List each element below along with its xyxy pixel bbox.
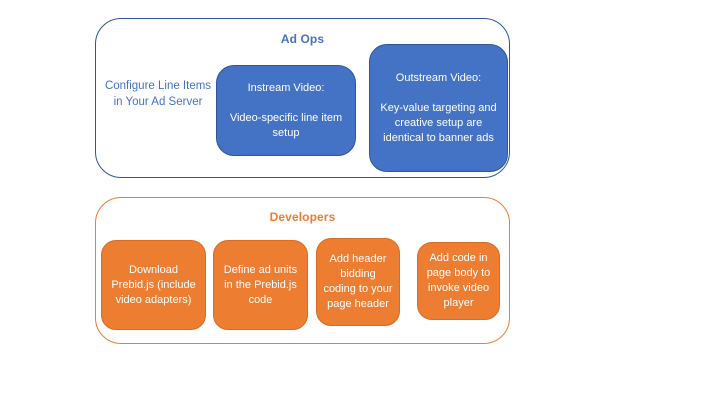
header-bidding-coding-box: Add header bidding coding to your page h…: [316, 238, 400, 326]
header-bidding-coding-label: Add header bidding coding to your page h…: [323, 253, 393, 310]
outstream-video-box: Outstream Video: Key-value targeting and…: [369, 44, 508, 172]
define-ad-units-box: Define ad units in the Prebid.js code: [213, 240, 308, 330]
invoke-video-player-label: Add code in page body to invoke video pl…: [426, 252, 491, 309]
developers-title: Developers: [269, 210, 336, 224]
ad-ops-title: Ad Ops: [280, 32, 325, 46]
configure-line-items-note: Configure Line Items in Your Ad Server: [104, 80, 212, 108]
ad-ops-container: Ad Ops Configure Line Items in Your Ad S…: [95, 18, 510, 178]
instream-video-box: Instream Video: Video-specific line item…: [216, 65, 356, 156]
instream-video-body: Video-specific line item setup: [229, 111, 343, 139]
download-prebid-label: Download Prebid.js (include video adapte…: [111, 263, 196, 306]
instream-video-heading: Instream Video:: [247, 81, 325, 94]
outstream-video-heading: Outstream Video:: [395, 71, 482, 84]
invoke-video-player-box: Add code in page body to invoke video pl…: [417, 242, 500, 320]
developers-container: Developers Download Prebid.js (include v…: [95, 197, 510, 344]
download-prebid-box: Download Prebid.js (include video adapte…: [101, 240, 206, 330]
outstream-video-body: Key-value targeting and creative setup a…: [380, 101, 497, 144]
define-ad-units-label: Define ad units in the Prebid.js code: [223, 263, 298, 306]
